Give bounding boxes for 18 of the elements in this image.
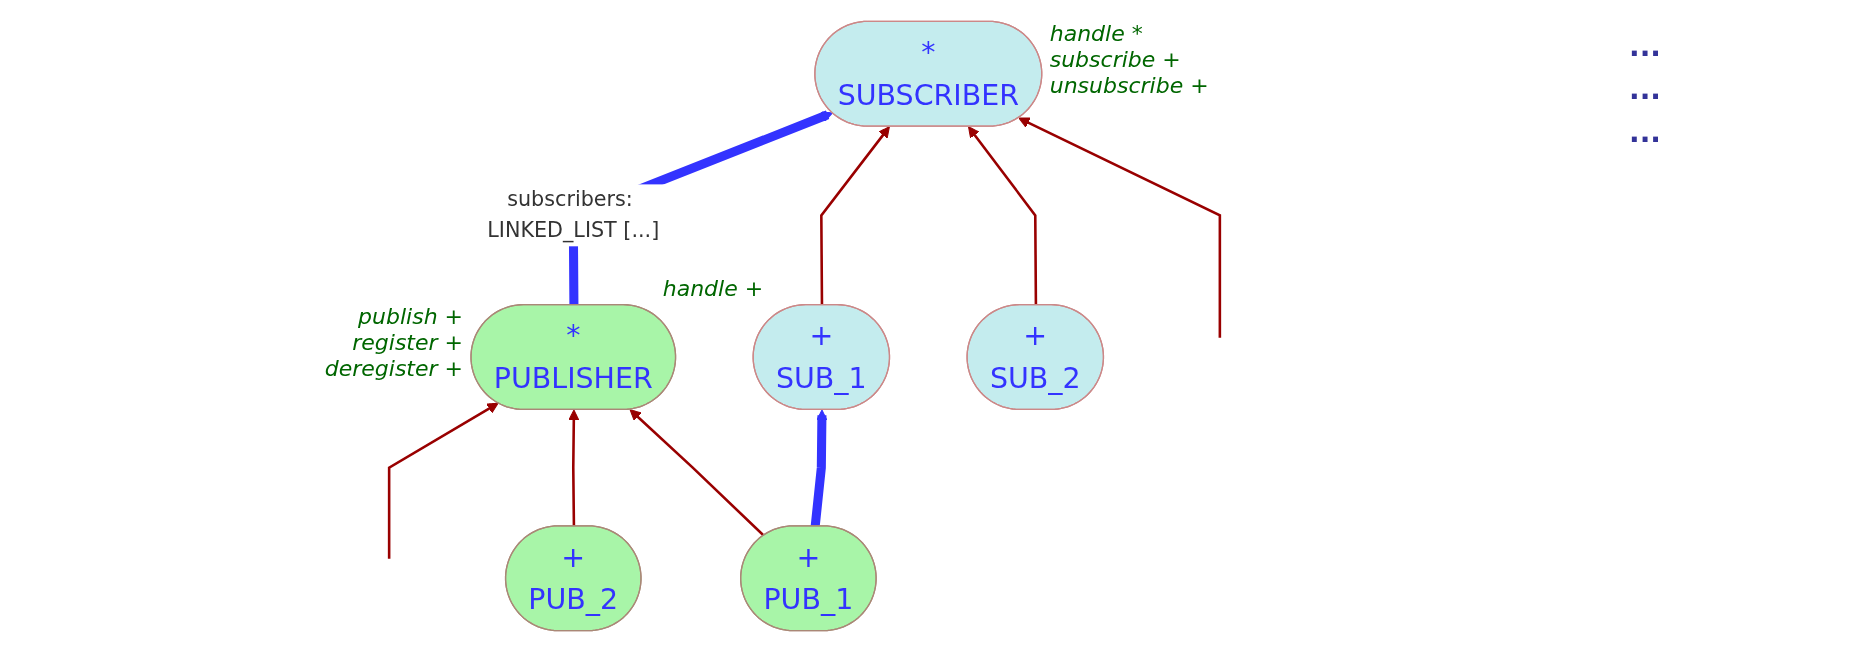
- arrow: [568, 409, 580, 527]
- arrow: [810, 409, 828, 527]
- feature-name: publish +: [358, 304, 463, 330]
- arrow: [387, 402, 499, 559]
- arrow: [820, 125, 890, 305]
- feature-name: subscribe +: [1049, 46, 1181, 72]
- feature-name: handle +: [662, 276, 764, 302]
- arrow: [629, 408, 765, 537]
- ellipsis-note: ...: [1629, 73, 1662, 106]
- ellipsis-note: ...: [1629, 116, 1662, 149]
- feature-name: deregister +: [324, 356, 463, 382]
- feature-name: unsubscribe +: [1049, 72, 1209, 98]
- feature-name: register +: [352, 330, 463, 356]
- arrow: [968, 125, 1038, 305]
- edge-label: subscribers: LINKED_LIST [...]: [487, 186, 660, 243]
- feature-name: handle *: [1049, 20, 1143, 46]
- arrow: [1018, 116, 1222, 338]
- ellipsis-note: ...: [1629, 30, 1662, 63]
